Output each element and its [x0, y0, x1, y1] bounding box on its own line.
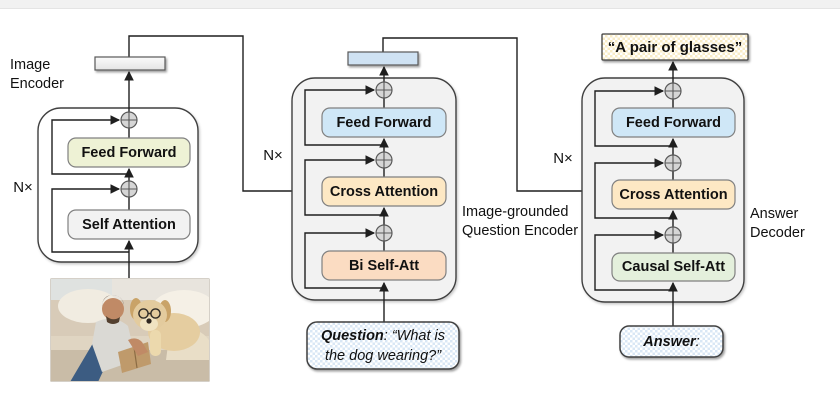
- answer-input-box: [619, 325, 724, 358]
- feed-forward-label-encoder: Feed Forward: [81, 144, 177, 161]
- n-times-label-encoder: N×: [13, 179, 33, 196]
- n-times-label-decoder: N×: [553, 150, 573, 167]
- bus-lines: [128, 35, 610, 196]
- add-circle-icons-middle: [375, 81, 393, 242]
- question-input-box: [306, 321, 460, 370]
- feed-forward-label-question-encoder: Feed Forward: [336, 114, 432, 131]
- n-times-label-question-encoder: N×: [263, 147, 283, 164]
- dog-glasses: [138, 308, 161, 319]
- self-attention-label: Self Attention: [82, 216, 176, 233]
- question-encoder-block-group: [291, 51, 460, 370]
- top-window-strip: [0, 0, 840, 9]
- answer-decoder-block-group: [581, 33, 749, 358]
- question-encoder-cross-attention-box: [321, 176, 447, 207]
- add-circle-icons-left: [120, 111, 138, 198]
- feed-forward-label-decoder: Feed Forward: [625, 114, 722, 131]
- output-answer-box: [601, 33, 749, 61]
- answer-decoder-causal-self-att-box: [611, 252, 736, 282]
- answer-decoder-feed-forward-box: [611, 107, 736, 138]
- question-encoder-label: Image-grounded Question Encoder: [462, 204, 579, 239]
- bi-self-att-label: Bi Self-Att: [348, 257, 420, 274]
- man-face: [102, 298, 124, 320]
- question-encoder-bi-self-att-box: [321, 250, 447, 281]
- output-answer-text: “A pair of glasses”: [607, 38, 743, 56]
- question-input-text: Question: “What is the dog wearing?”: [320, 327, 446, 364]
- answer-input-text: Answer:: [643, 333, 700, 350]
- causal-self-att-label: Causal Self-Att: [621, 259, 726, 275]
- input-photo: [50, 278, 210, 382]
- image-to-question-encoder-line: [128, 35, 320, 196]
- cross-attention-label-decoder: Cross Attention: [619, 186, 728, 203]
- image-encoder-block-group: [37, 56, 199, 278]
- image-encoder-feed-forward-box: [67, 137, 191, 168]
- answer-decoder-cross-attention-box: [611, 179, 736, 210]
- image-encoder-label: Image Encoder: [10, 57, 65, 92]
- answer-decoder-label: Answer Decoder: [750, 206, 805, 241]
- question-embedding-box: [347, 51, 419, 66]
- question-to-decoder-line: [382, 37, 610, 196]
- add-circle-icons-right: [664, 82, 682, 244]
- question-encoder-feed-forward-box: [321, 107, 447, 138]
- image-embedding-box: [94, 56, 166, 71]
- image-encoder-self-attention-box: [67, 209, 191, 240]
- cross-attention-label-question-encoder: Cross Attention: [329, 183, 439, 200]
- dog-paw: [150, 330, 161, 356]
